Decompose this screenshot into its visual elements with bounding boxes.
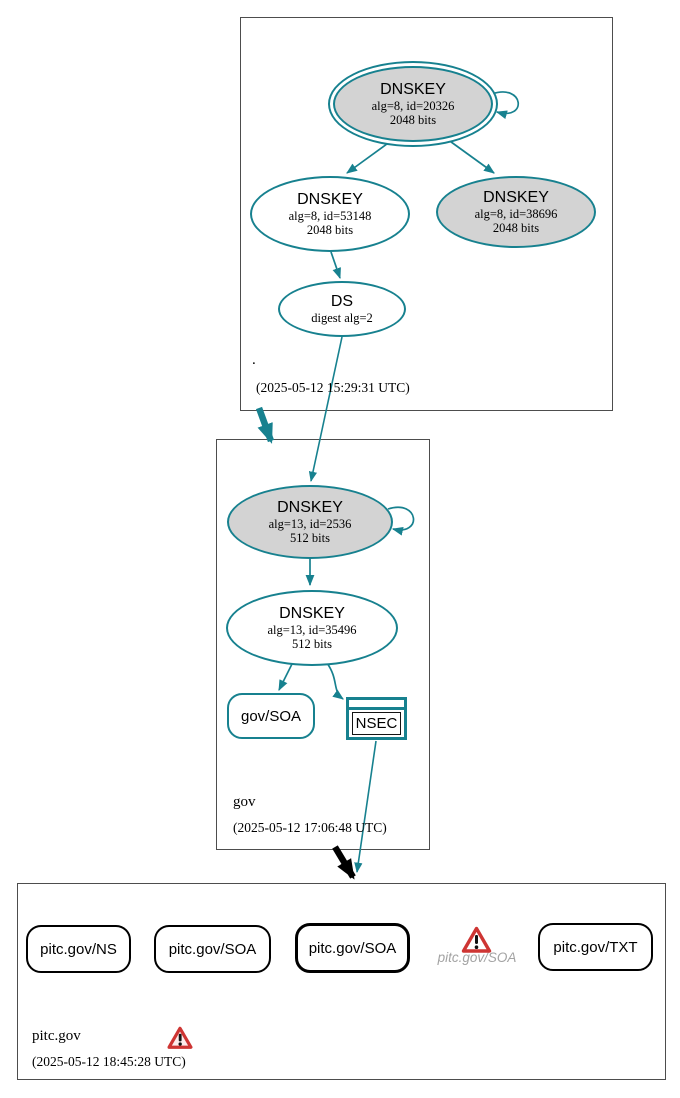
node-detail: 2048 bits: [306, 223, 354, 237]
zone-box-pitc-gov: [17, 883, 666, 1080]
edge-root-zsk-to-ds: [330, 251, 341, 280]
node-pitc-gov-soa-1[interactable]: pitc.gov/SOA: [154, 925, 271, 973]
zone-timestamp-root: (2025-05-12 15:29:31 UTC): [256, 380, 410, 395]
node-title: DNSKEY: [279, 604, 345, 622]
node-label: pitc.gov/NS: [40, 940, 117, 958]
node-title: DNSKEY: [277, 498, 343, 516]
zone-timestamp-pitc-gov: (2025-05-12 18:45:28 UTC): [32, 1054, 186, 1069]
node-detail: alg=8, id=38696: [474, 206, 558, 221]
node-gov-nsec[interactable]: NSEC: [346, 697, 407, 740]
node-pitc-gov-soa-warning-label[interactable]: pitc.gov/SOA: [437, 950, 517, 965]
node-detail: 512 bits: [292, 637, 332, 651]
node-detail: alg=8, id=53148: [288, 208, 372, 223]
node-pitc-gov-soa-2[interactable]: pitc.gov/SOA: [295, 923, 410, 973]
node-gov-dnskey-zsk[interactable]: DNSKEY alg=13, id=35496 512 bits: [226, 590, 398, 666]
node-title: DNSKEY: [380, 80, 446, 98]
node-detail: alg=8, id=20326: [371, 98, 455, 113]
node-detail: 2048 bits: [389, 113, 437, 127]
node-label: NSEC: [355, 715, 398, 732]
node-title: DNSKEY: [483, 188, 549, 206]
zone-label-gov: gov: [233, 794, 256, 810]
nsec-cell: NSEC: [352, 712, 401, 735]
node-root-dnskey-38696[interactable]: DNSKEY alg=8, id=38696 2048 bits: [436, 176, 596, 248]
node-title: DS: [330, 292, 354, 310]
node-root-dnskey-zsk[interactable]: DNSKEY alg=8, id=53148 2048 bits: [250, 176, 410, 252]
edge-delegation-gov-to-pitc-gov: [332, 845, 356, 880]
node-root-dnskey-ksk-inner: DNSKEY alg=8, id=20326 2048 bits: [333, 66, 493, 142]
nsec-top-row: [349, 700, 404, 710]
node-detail: digest alg=2: [311, 310, 373, 325]
node-label: pitc.gov/TXT: [553, 938, 638, 956]
node-detail: alg=13, id=35496: [267, 622, 357, 637]
edge-gov-ksk-selfloop: [387, 506, 415, 536]
node-title: DNSKEY: [297, 190, 363, 208]
edge-gov-zsk-to-nsec: [326, 662, 344, 700]
zone-box-root: [240, 17, 613, 411]
node-gov-soa[interactable]: gov/SOA: [227, 693, 315, 739]
edge-delegation-root-to-gov: [255, 406, 275, 444]
edge-ds-to-gov-ksk: [308, 336, 343, 483]
node-pitc-gov-txt[interactable]: pitc.gov/TXT: [538, 923, 653, 971]
node-label: gov/SOA: [240, 707, 302, 725]
zone-label-pitc-gov: pitc.gov: [32, 1028, 81, 1044]
node-root-dnskey-ksk[interactable]: DNSKEY alg=8, id=20326 2048 bits: [328, 61, 498, 147]
edge-root-ksk-selfloop: [491, 91, 520, 120]
zone-warning-triangle-icon[interactable]: [167, 1026, 193, 1050]
zone-timestamp-gov: (2025-05-12 17:06:48 UTC): [233, 820, 387, 835]
edge-gov-zsk-to-soa: [278, 663, 293, 691]
zone-label-root: .: [252, 352, 256, 368]
edge-nsec-to-pitc-gov: [354, 740, 377, 874]
node-gov-dnskey-ksk[interactable]: DNSKEY alg=13, id=2536 512 bits: [227, 485, 393, 559]
node-detail: alg=13, id=2536: [268, 516, 352, 531]
node-pitc-gov-ns[interactable]: pitc.gov/NS: [26, 925, 131, 973]
node-label: pitc.gov/SOA: [308, 939, 397, 957]
zone-box-gov: [216, 439, 430, 850]
node-detail: 2048 bits: [492, 221, 540, 235]
node-root-ds[interactable]: DS digest alg=2: [278, 281, 406, 337]
edge-root-ksk-to-ksk2: [446, 138, 495, 174]
node-label: pitc.gov/SOA: [168, 940, 257, 958]
node-detail: 512 bits: [290, 531, 330, 545]
edge-root-ksk-to-zsk: [346, 140, 392, 174]
warning-triangle-icon[interactable]: [461, 926, 492, 954]
